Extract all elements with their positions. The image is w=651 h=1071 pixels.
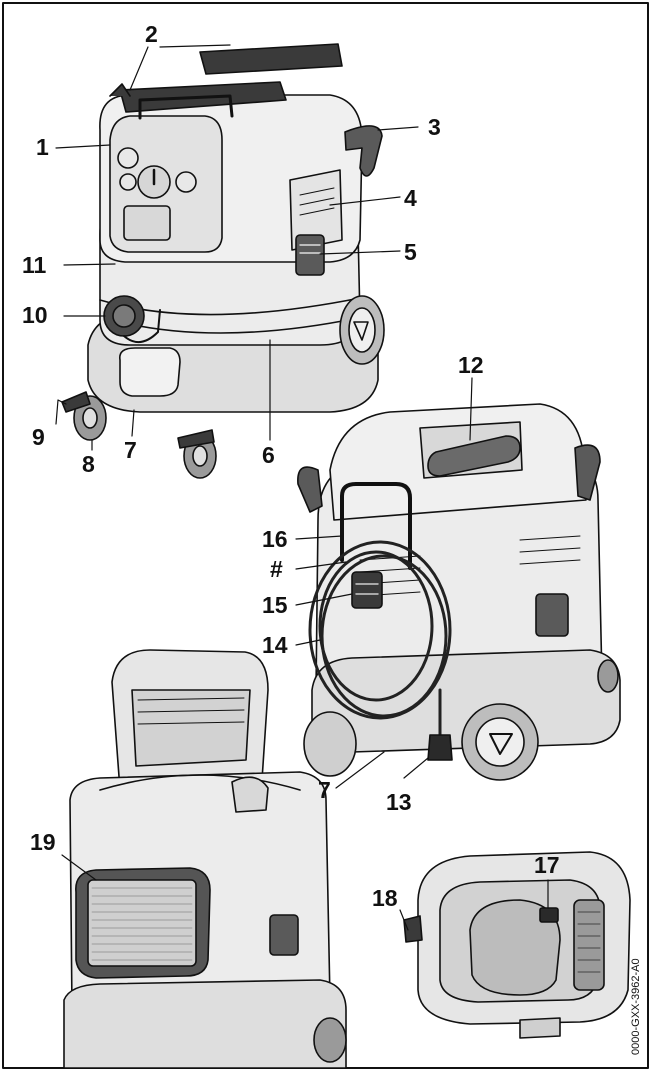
callout-18: 18 xyxy=(372,885,398,911)
callout-7: 7 xyxy=(124,437,137,463)
callout-13: 13 xyxy=(386,789,412,815)
callout-7-rear: 7 xyxy=(318,777,331,803)
callout-15: 15 xyxy=(262,592,288,618)
callout-9: 9 xyxy=(32,424,45,450)
view-rear-vacuum xyxy=(297,403,621,781)
callout-8: 8 xyxy=(82,451,95,477)
callout-17: 17 xyxy=(534,852,560,878)
callout-16: 16 xyxy=(262,526,288,552)
view-open-lid xyxy=(63,649,347,1069)
callout-hash: # xyxy=(270,556,283,582)
callout-19: 19 xyxy=(30,829,56,855)
callout-12: 12 xyxy=(458,352,484,378)
callout-10: 10 xyxy=(22,302,48,328)
callout-14: 14 xyxy=(262,632,288,658)
document-code: 0000-GXX-3962-A0 xyxy=(630,958,642,1055)
callout-5: 5 xyxy=(404,239,417,265)
callout-6: 6 xyxy=(262,442,275,468)
view-front-vacuum xyxy=(61,43,385,479)
callout-11: 11 xyxy=(22,252,47,278)
callout-4: 4 xyxy=(404,185,417,211)
leader-lines xyxy=(55,44,549,931)
view-underside xyxy=(403,851,631,1039)
callout-2: 2 xyxy=(145,21,158,47)
callout-1: 1 xyxy=(36,134,49,160)
callout-3: 3 xyxy=(428,114,441,140)
